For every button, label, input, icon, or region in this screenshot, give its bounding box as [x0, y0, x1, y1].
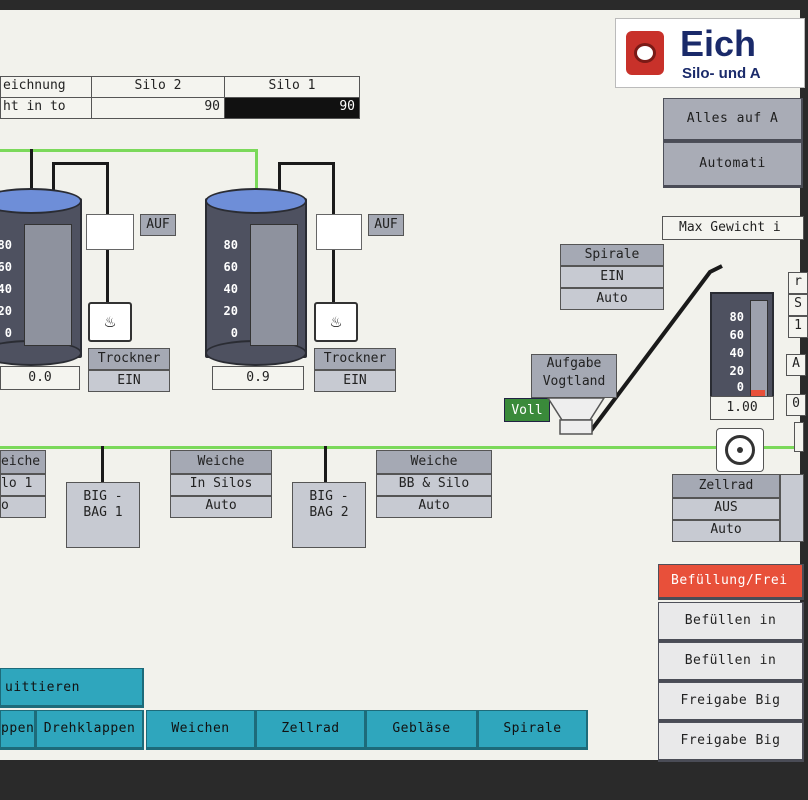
silo2-dryer-state: EIN — [88, 370, 170, 392]
cell-wheel-icon[interactable] — [716, 428, 764, 472]
hmi-screen: Eich Silo- und A eichnung Silo 2 Silo 1 … — [0, 10, 808, 762]
table-header-silo1: Silo 1 — [224, 76, 360, 98]
silo1-readout: 0.9 — [212, 366, 304, 390]
silo1-dryer-state: EIN — [314, 370, 396, 392]
spirale-title: Spirale — [560, 244, 664, 266]
silo2-tank-top — [0, 188, 82, 214]
bigbag1-box: BIG - BAG 1 — [66, 482, 140, 548]
silo1-weight-input[interactable]: 90 — [224, 97, 360, 119]
table-header-label: eichnung — [0, 76, 92, 98]
right-stub-c: 1 — [788, 316, 808, 338]
table-header-silo2: Silo 2 — [91, 76, 225, 98]
aufgabe-label: Aufgabe Vogtland — [531, 354, 617, 398]
feed-hopper — [546, 397, 606, 435]
spirale-state[interactable]: EIN — [560, 266, 664, 288]
tab-spirale[interactable]: Spirale — [478, 710, 588, 750]
silo2-valve-state: AUF — [140, 214, 176, 236]
table-row-label: ht in to — [0, 97, 92, 119]
right-stub-f — [794, 422, 804, 452]
silo2-dryer-icon[interactable]: ♨ — [88, 302, 132, 342]
zellrad-state[interactable]: AUS — [672, 498, 780, 520]
tab-drehklappen[interactable]: Drehklappen — [36, 710, 144, 750]
weiche-left-mode[interactable]: o — [0, 496, 46, 518]
weiche-left-title: eiche — [0, 450, 46, 474]
pipe-silo1-green-drop — [255, 149, 258, 201]
silo1-dryer-label: Trockner — [314, 348, 396, 370]
zellrad-mode[interactable]: Auto — [672, 520, 780, 542]
pipe-silo1-black-c — [278, 162, 281, 200]
max-weight-label: Max Gewicht i — [662, 216, 804, 240]
right-stub-b: S — [788, 294, 808, 316]
weiche-mid-mode[interactable]: Auto — [170, 496, 272, 518]
pipe-top-green — [0, 149, 258, 152]
right-stub-a: r — [788, 272, 808, 294]
automatic-button[interactable]: Automati — [663, 142, 803, 188]
right-stub-e: 0 — [786, 394, 806, 416]
acknowledge-button[interactable]: uittieren — [0, 668, 144, 708]
hopper-readout: 1.00 — [710, 396, 774, 420]
all-to-auto-button[interactable]: Alles auf A — [663, 98, 803, 142]
fill-button-1[interactable]: Befüllen in — [658, 602, 804, 642]
logo-brand: Eich — [680, 23, 757, 64]
spirale-mode[interactable]: Auto — [560, 288, 664, 310]
right-stub-d: A — [786, 354, 806, 376]
pipe-silo2-black-c — [52, 162, 55, 200]
fill-button-2[interactable]: Befüllen in — [658, 642, 804, 682]
silo1-tank-top — [205, 188, 307, 214]
zellrad-title: Zellrad — [672, 474, 780, 498]
pipe-bigbag1-drop — [101, 446, 104, 482]
silo2-level-gauge — [24, 224, 72, 346]
silo2-dryer-label: Trockner — [88, 348, 170, 370]
hopper-level-fill — [751, 390, 765, 396]
logo-icon — [626, 31, 664, 75]
fill-release-header[interactable]: Befüllung/Frei — [658, 564, 804, 600]
logo-subtitle: Silo- und A — [682, 65, 761, 82]
tab-zellrad[interactable]: Zellrad — [256, 710, 366, 750]
weiche-right-mode[interactable]: Auto — [376, 496, 492, 518]
release-bigbag-button-2[interactable]: Freigabe Big — [658, 722, 804, 762]
company-logo: Eich Silo- und A — [615, 18, 805, 88]
pipe-silo2-black-b — [52, 162, 108, 165]
weiche-right-title: Weiche — [376, 450, 492, 474]
silo2-weight-input[interactable]: 90 — [91, 97, 225, 119]
pipe-silo1-black-b — [278, 162, 334, 165]
silo1-valve-state: AUF — [368, 214, 404, 236]
pipe-bigbag2-drop — [324, 446, 327, 482]
tab-geblaese[interactable]: Gebläse — [366, 710, 478, 750]
silo1-level-gauge — [250, 224, 298, 346]
silo1-valve-indicator[interactable] — [316, 214, 362, 250]
tab-weichen[interactable]: Weichen — [146, 710, 256, 750]
silo2-readout: 0.0 — [0, 366, 80, 390]
spiral-conveyor — [588, 264, 723, 434]
bigbag2-box: BIG - BAG 2 — [292, 482, 366, 548]
pipe-main-green — [0, 446, 800, 449]
zellrad-stub — [780, 474, 804, 542]
pipe-silo2-black-a — [30, 149, 33, 197]
weiche-mid-title: Weiche — [170, 450, 272, 474]
release-bigbag-button-1[interactable]: Freigabe Big — [658, 682, 804, 722]
voll-indicator: Voll — [504, 398, 550, 422]
tab-klappen[interactable]: ppen — [0, 710, 36, 750]
weiche-left-pos[interactable]: lo 1 — [0, 474, 46, 496]
silo1-dryer-icon[interactable]: ♨ — [314, 302, 358, 342]
silo2-valve-indicator[interactable] — [86, 214, 134, 250]
hopper-level-gauge — [750, 300, 768, 398]
weiche-right-pos[interactable]: BB & Silo — [376, 474, 492, 496]
weiche-mid-pos[interactable]: In Silos — [170, 474, 272, 496]
